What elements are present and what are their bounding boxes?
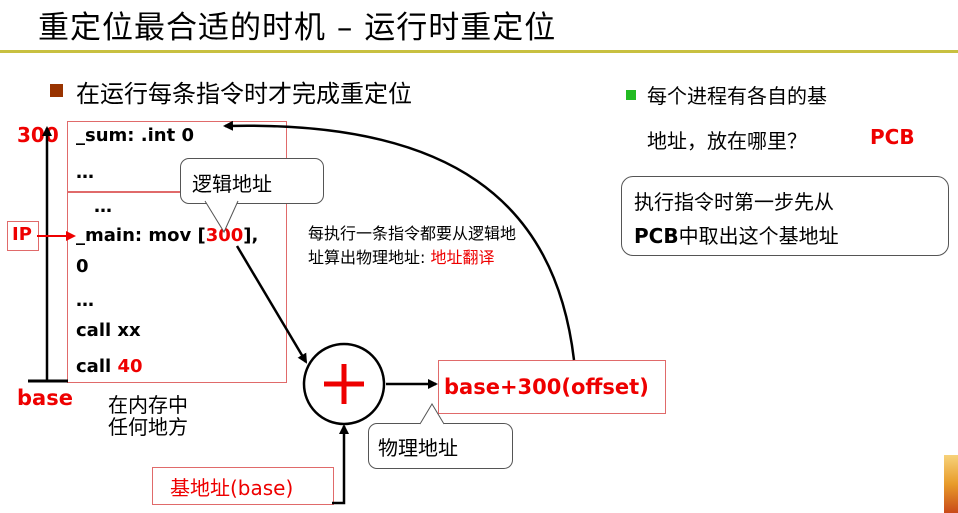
result-box (438, 360, 666, 414)
call40-value: 40 (117, 356, 143, 377)
mem-line-zero: 0 (76, 256, 89, 277)
edge-decoration (944, 455, 958, 513)
main-prefix: _main: mov [ (76, 225, 206, 246)
right-bullet-line1: 每个进程有各自的基 (647, 84, 827, 108)
main-bullet-text: 在运行每条指令时才完成重定位 (76, 80, 412, 108)
explain-text: 每执行一条指令都要从逻辑地 址算出物理地址: 地址翻译 (308, 222, 516, 270)
note-box (621, 176, 949, 256)
mem-line-call-40: call 40 (76, 356, 143, 377)
base-input-box (152, 467, 334, 505)
explain-line1: 每执行一条指令都要从逻辑地 (308, 224, 517, 243)
mem-line-dots2: … (94, 196, 112, 217)
ip-label: IP (12, 224, 32, 245)
explain-red: 地址翻译 (430, 248, 495, 267)
note-line1: 执行指令时第一步先从 (634, 190, 834, 214)
physical-address-label: 物理地址 (378, 436, 458, 460)
logical-address-callout (180, 158, 324, 204)
page-title: 重定位最合适的时机 – 运行时重定位 (38, 10, 557, 46)
call40-prefix: call (76, 356, 118, 377)
mem-line-call-xx: call xx (76, 320, 141, 341)
memory-code-block (67, 191, 287, 383)
bullet-square-icon (50, 84, 63, 97)
right-bullet-pcb: PCB (870, 125, 915, 149)
offset-to-adder-arrow (235, 245, 308, 364)
note-pcb: PCB (634, 224, 679, 248)
green-bullet-icon (626, 90, 636, 100)
main-suffix: ], (243, 225, 259, 246)
note-line2: PCB中取出这个基地址 (634, 220, 839, 249)
mem-line-dots3: … (76, 290, 94, 311)
result-label: base+300(offset) (444, 375, 649, 399)
right-bullet-line2: 地址，放在哪里？ (647, 129, 807, 153)
explain-prefix: 址算出物理地址: (308, 248, 426, 267)
mem-line-sum: _sum: .int 0 (76, 125, 194, 146)
base-input-label: 基地址(base) (170, 476, 294, 500)
logical-address-label: 逻辑地址 (192, 172, 272, 196)
location-line1: 在内存中 (108, 393, 188, 417)
location-line2: 任何地方 (108, 415, 188, 439)
location-text: 在内存中 任何地方 (108, 394, 188, 438)
result-to-memory-arrow (223, 120, 576, 361)
note-line2-rest: 中取出这个基地址 (678, 224, 839, 248)
main-addr: 300 (205, 225, 244, 246)
physical-callout-pointer (419, 403, 445, 425)
base-label: base (17, 386, 73, 410)
logical-callout-pointer (204, 200, 239, 234)
mem-line-dots1: … (76, 162, 94, 183)
memory-data-block (67, 121, 287, 193)
title-divider (0, 50, 958, 53)
physical-address-callout (368, 423, 513, 469)
explain-line2: 址算出物理地址: 地址翻译 (308, 246, 516, 270)
base-to-adder-arrow (332, 424, 349, 505)
mem-line-main: _main: mov [300], (76, 225, 258, 246)
